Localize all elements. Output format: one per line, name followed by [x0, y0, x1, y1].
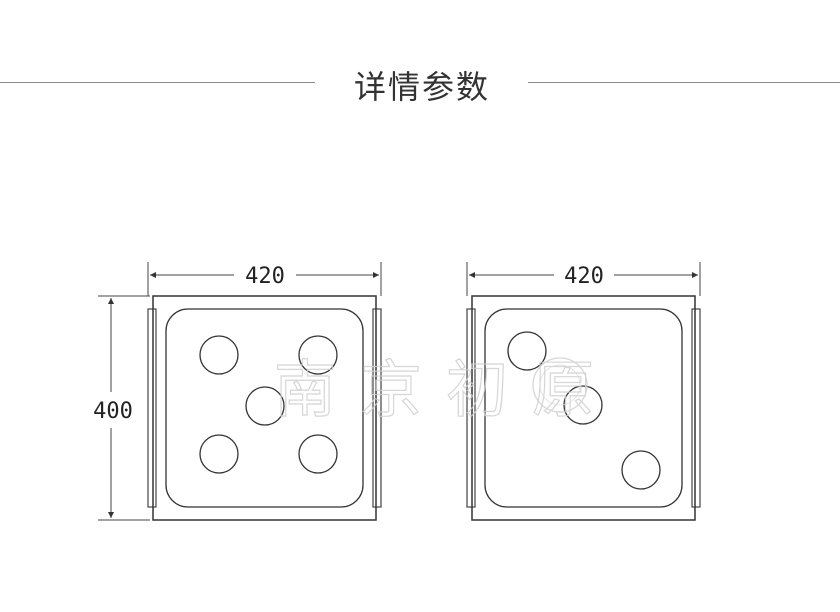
width-dimension-label: 420 [564, 264, 604, 289]
pip [298, 335, 338, 375]
side-tab-left [147, 308, 157, 508]
pip [298, 434, 338, 474]
side-tab-right [691, 308, 701, 508]
watermark-logo-icon [532, 357, 588, 413]
die-face [484, 308, 683, 508]
watermark-text: 南京初原 [274, 353, 594, 426]
section-header: 详情参数 [0, 56, 840, 106]
die-outline [471, 295, 696, 521]
header-rule-right [528, 82, 840, 83]
pip [507, 331, 547, 371]
watermark-logo-inner-icon [539, 364, 581, 406]
pip [621, 450, 661, 490]
pip [199, 335, 239, 375]
side-tab-right [372, 308, 382, 508]
height-dimension-label: 400 [93, 399, 133, 424]
watermark: 南京初原 [273, 352, 594, 426]
header-rule-left [0, 82, 315, 83]
die-face [165, 308, 364, 508]
die-outline [152, 295, 377, 521]
side-tab-left [466, 308, 476, 508]
page-title: 详情参数 [353, 68, 490, 106]
die-view-three: 420 [466, 262, 701, 521]
width-dimension-label: 420 [245, 264, 285, 289]
pip [199, 434, 239, 474]
pip [245, 386, 285, 426]
die-view-five: 420 400 [93, 262, 382, 521]
